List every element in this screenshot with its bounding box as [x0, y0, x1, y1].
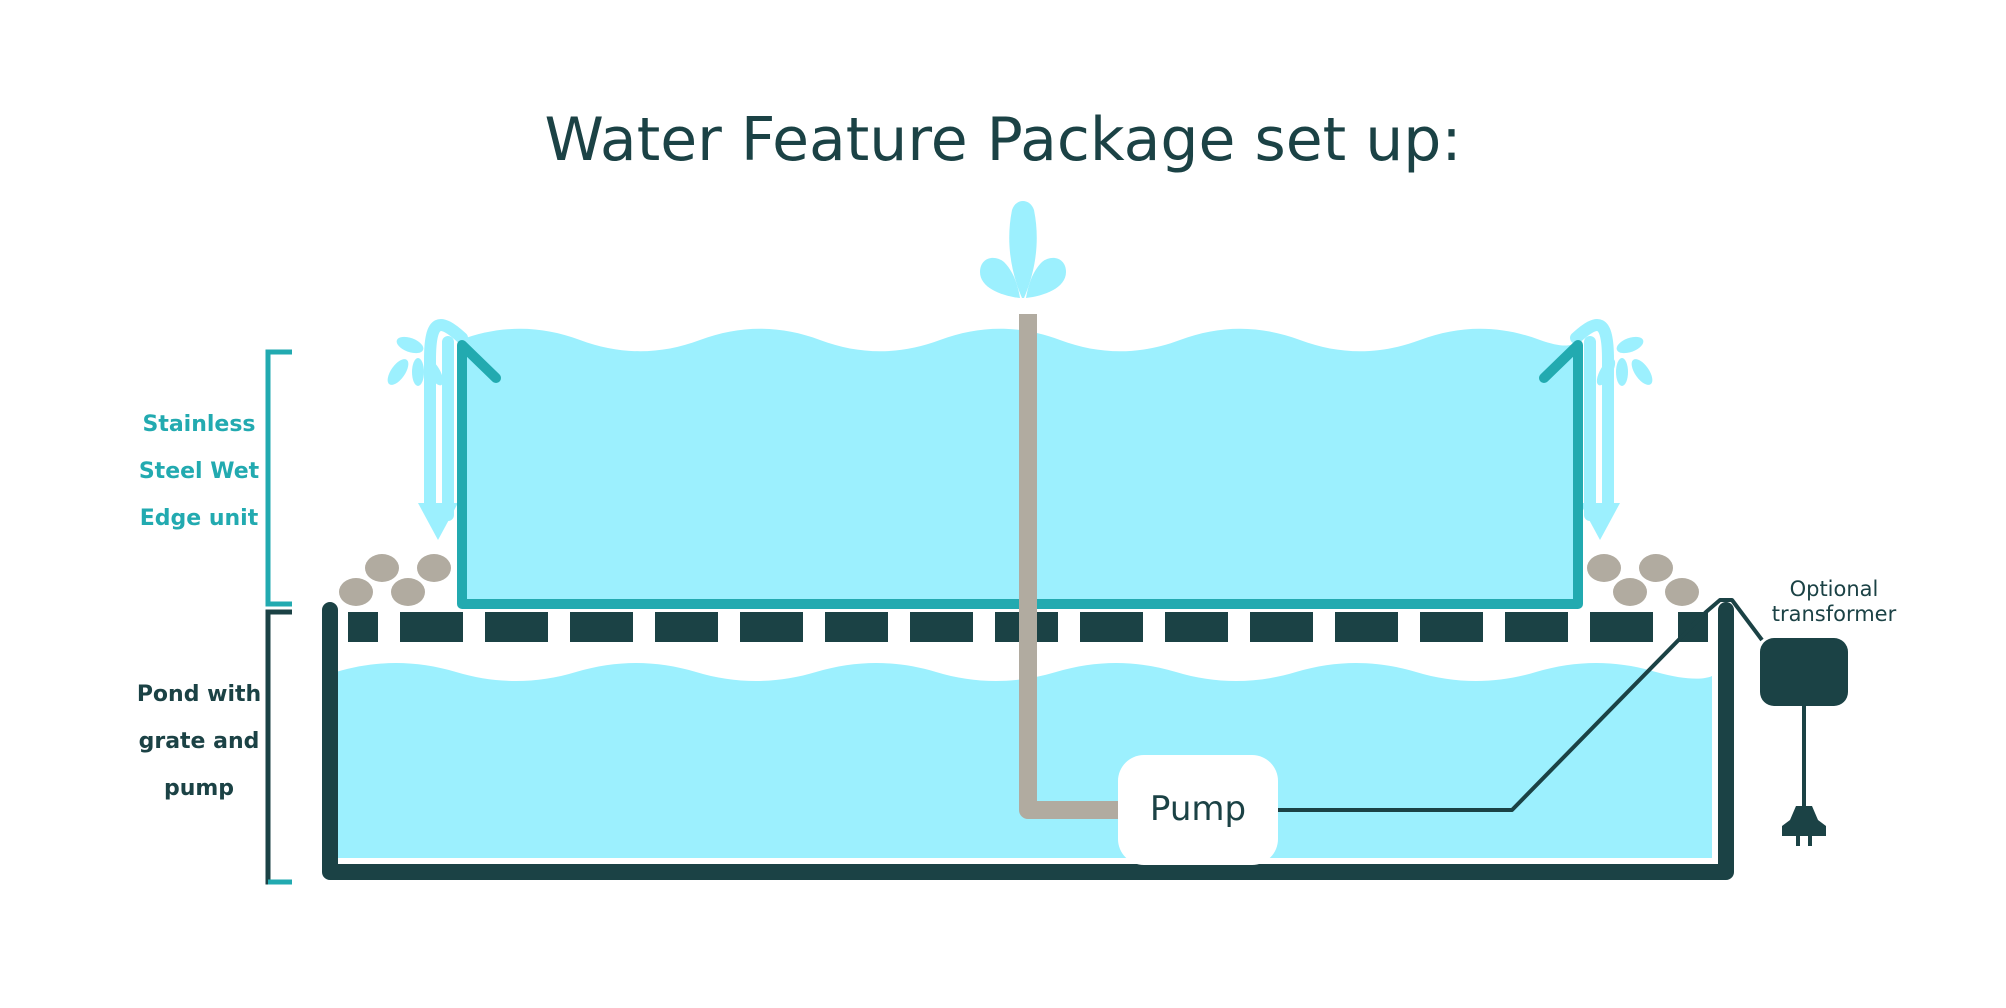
splash-droplets-right [1596, 336, 1653, 386]
pump [1118, 755, 1278, 865]
wet-edge-label-line-1: Stainless [142, 412, 255, 437]
pond-label-line-3: pump [164, 776, 234, 801]
transformer [1760, 638, 1848, 706]
pump-label: Pump [1150, 789, 1246, 829]
wet-edge-label-line-2: Steel Wet [139, 459, 260, 484]
pebbles-right [1587, 554, 1699, 606]
pebbles-left [339, 554, 451, 606]
wet-edge-label-line-3: Edge unit [140, 506, 259, 531]
overflow-arrowhead-left [418, 503, 458, 540]
fountain-spout [980, 201, 1066, 298]
bracket-pond [265, 609, 292, 885]
splash-droplets-left [387, 336, 444, 386]
bracket-wet-edge [265, 349, 292, 607]
diagram-title: Water Feature Package set up: [544, 105, 1461, 175]
pond-walls [322, 602, 1734, 880]
overflow-arrowhead-right [1580, 503, 1620, 540]
plug-prong-right [1808, 836, 1812, 846]
pump-cable [1275, 598, 1764, 812]
overflow-arc-right [1570, 319, 1614, 516]
overflow-arc-left [424, 319, 468, 516]
transformer-label-line-1: Optional [1790, 577, 1879, 601]
fountain-pipe [1019, 314, 1125, 819]
plug-prong-left [1796, 836, 1800, 846]
pond-label-line-2: grate and [139, 729, 260, 754]
wet-edge-lip-right [1539, 340, 1583, 383]
wet-edge-lip-left [457, 340, 501, 383]
transformer-label-line-2: transformer [1772, 602, 1897, 626]
pond-label-line-1: Pond with [137, 682, 261, 707]
grate [348, 612, 1708, 642]
plug-icon [1782, 806, 1826, 836]
